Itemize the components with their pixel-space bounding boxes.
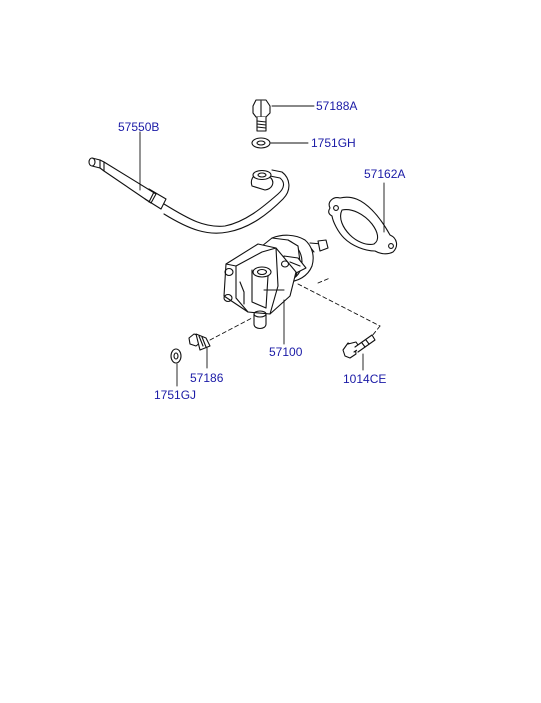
gasket-57162a [328,196,398,255]
part-label-1751gh: 1751GH [311,136,356,150]
hose-pipe-57550b [88,157,290,234]
part-label-1014ce: 1014CE [343,372,387,386]
bolt-57188a [252,99,271,132]
power-steering-pump-57100 [223,234,329,330]
part-label-57550b: 57550B [118,120,160,134]
part-label-57100: 57100 [269,345,303,359]
part-label-1751gj: 1751GJ [154,388,197,402]
leader-lines [139,105,385,387]
bolt-1014ce [342,334,376,359]
alignment-dashed-lines [209,277,381,341]
washer-1751gj [170,348,182,364]
part-label-57188a: 57188A [316,99,358,113]
fitting-57186 [188,333,211,351]
part-label-57186: 57186 [190,371,224,385]
washer-1751gh [251,137,271,149]
part-label-57162a: 57162A [364,167,406,181]
